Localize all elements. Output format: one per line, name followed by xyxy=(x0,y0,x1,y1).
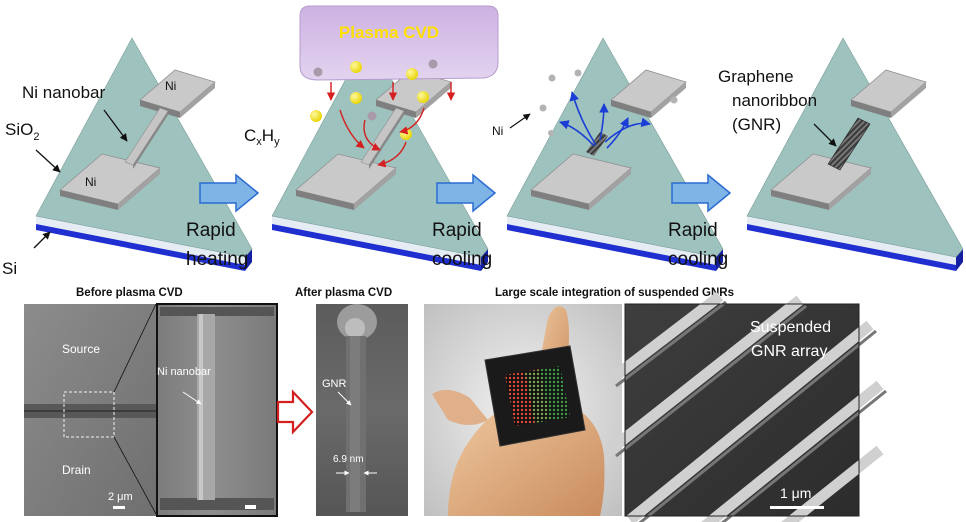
step-1-line1: Rapid xyxy=(186,220,236,241)
cxhy-molecule xyxy=(350,61,362,73)
plasma-particles xyxy=(310,59,456,168)
ni-particle xyxy=(539,104,547,112)
ni-particle xyxy=(548,74,556,82)
grey-particle xyxy=(367,111,377,121)
plasma-cvd-label: Plasma CVD xyxy=(339,23,439,42)
ni-particle xyxy=(670,96,678,104)
ni-pad-top-label: Ni xyxy=(165,79,176,93)
bottom-titles: Before plasma CVD After plasma CVD Large… xyxy=(76,287,734,299)
cxhy-molecule xyxy=(417,91,429,103)
before-cvd-title: Before plasma CVD xyxy=(76,287,183,299)
graphene-label-1: Graphene xyxy=(718,67,794,86)
ni-particles-label: Ni xyxy=(492,124,503,138)
graphene-label-2: nanoribbon xyxy=(732,91,817,110)
step-3-line1: Rapid xyxy=(668,220,718,241)
ni-desorption xyxy=(539,69,678,149)
ni-particle xyxy=(548,130,554,136)
chip-3 xyxy=(506,37,724,271)
scale-bar-zoom xyxy=(245,505,256,509)
ni-nanobar-label: Ni nanobar xyxy=(22,83,106,102)
scale-bar-1um xyxy=(770,506,824,509)
sem-zoom-view: Ni nanobar xyxy=(156,303,278,517)
ni-nanobar-sem-label: Ni nanobar xyxy=(157,366,211,378)
step-arrows: Rapid heating Rapid cooling Rapid coolin… xyxy=(186,173,732,270)
gnr-sem-label: GNR xyxy=(322,378,347,390)
zoom-region-box xyxy=(63,391,115,438)
grey-particle xyxy=(428,59,438,69)
width-label: 6.9 nm xyxy=(333,454,364,465)
step-1-line2: heating xyxy=(186,249,248,270)
chip-1 xyxy=(35,37,253,271)
step-arrow-1: Rapid heating xyxy=(186,173,260,270)
large-scale-title: Large scale integration of suspended GNR… xyxy=(495,287,734,299)
step-2-line1: Rapid xyxy=(432,220,482,241)
step-2-line2: cooling xyxy=(432,249,492,270)
red-transition-arrow xyxy=(276,389,314,435)
chip-photo xyxy=(424,304,622,516)
sem-after-cvd: GNR 6.9 nm xyxy=(316,304,408,516)
top-labels: Ni nanobar SiO2 Si Ni Ni CxHy Ni Graphen… xyxy=(2,67,837,278)
cxhy-molecule xyxy=(310,110,322,122)
chip-group xyxy=(35,37,964,271)
suspended-label-2: GNR array xyxy=(751,343,827,360)
chip-4 xyxy=(746,37,964,271)
suspended-label-1: Suspended xyxy=(750,319,831,336)
gnr-ribbon xyxy=(827,117,871,171)
cxhy-molecule xyxy=(406,68,418,80)
drain-label: Drain xyxy=(62,463,91,477)
after-cvd-title: After plasma CVD xyxy=(295,287,392,299)
ni-pad-bottom-label: Ni xyxy=(85,175,96,189)
scale-bar-2um xyxy=(113,506,125,509)
ni-particle xyxy=(574,69,582,77)
graphene-label-3: (GNR) xyxy=(732,115,781,134)
step-3-line2: cooling xyxy=(668,249,728,270)
cxhy-molecule xyxy=(350,92,362,104)
source-label: Source xyxy=(62,342,100,356)
sem-wide-view: Source Drain 2 μm xyxy=(24,304,157,516)
plasma-cvd-box: Plasma CVD xyxy=(299,5,499,81)
grey-particle xyxy=(313,67,323,77)
step-arrow-3: Rapid cooling xyxy=(668,173,732,270)
scale-2um-label: 2 μm xyxy=(108,491,133,503)
si-label: Si xyxy=(2,259,17,278)
sio2-label: SiO2 xyxy=(5,120,39,143)
scale-1um-label: 1 μm xyxy=(780,485,811,501)
sem-gnr-array: Suspended GNR array 1 μm xyxy=(606,291,887,522)
chip-2 xyxy=(271,37,489,271)
step-arrow-2: Rapid cooling xyxy=(432,173,497,270)
cxhy-label: CxHy xyxy=(244,126,280,148)
